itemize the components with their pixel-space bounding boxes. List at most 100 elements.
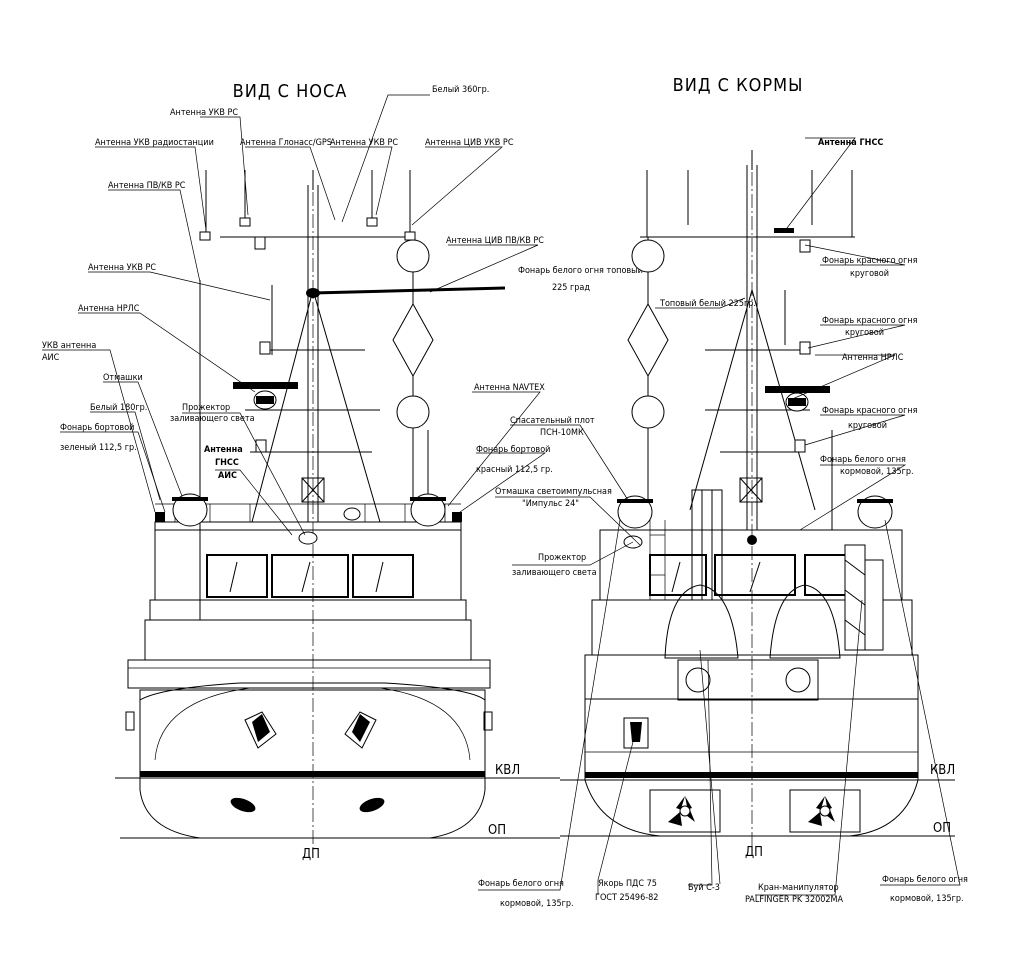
stern-label-searchlight-2: заливающего света [512,568,597,578]
bow-ball-shape-top [396,239,430,273]
stern-label-red-allround-3a: Фонарь красного огня [822,406,918,416]
stern-signal-mast [627,237,669,500]
bow-label-vhf-rs-mid: Антенна УКВ РС [330,138,398,148]
bow-thruster-left [230,797,256,813]
bow-label-vhf-rs-top: Антенна УКВ РС [170,108,238,118]
bow-label-radar: Антенна НРЛС [78,304,140,314]
stern-label-red-allround-2a: Фонарь красного огня [822,316,918,326]
stern-label-white-stern-2: кормовой, 135гр. [840,467,914,477]
stern-radar [765,386,830,412]
stern-label-bottom-white-left-1: Фонарь белого огня [478,878,564,889]
bow-view-title: ВИД С НОСА [233,81,348,102]
stern-label-raft-2: ПСН-10МК [540,428,584,438]
bow-leader-lines [42,94,547,536]
stern-hull [584,654,919,837]
stern-propeller-left [649,789,721,833]
bow-label-gnss-ais-2: ГНСС [215,458,239,468]
bow-deckhouse-lower [144,619,472,661]
stern-propeller-right [789,789,861,833]
bow-label-red-side-1: Фонарь бортовой [476,444,550,455]
bow-label-mf-hf-rs: Антенна ПВ/КВ РС [108,181,186,191]
bow-thruster-right [359,797,385,813]
bow-label-gnss-ais-3: АИС [218,471,237,481]
bow-main-mast [220,185,410,523]
bow-label-green-side-1: Фонарь бортовой [60,422,134,433]
bow-label-green-side-2: зеленый 112,5 гр. [60,443,137,453]
bow-signal-mast [392,237,434,500]
stern-label-radar: Антенна НРЛС [842,353,904,363]
bow-label-searchlight-2: заливающего света [170,414,255,424]
stern-label-masthead-white: Топовый белый 225гр. [659,298,756,309]
bow-label-masthead-1: Фонарь белого огня топовый [518,265,643,276]
bow-label-gnss-ais-1: Антенна [204,445,243,455]
stern-label-flash-1: Отмашка светоимпульсная [495,487,612,497]
bow-bulwark [127,659,491,689]
stern-main-mast [640,165,855,530]
stern-label-red-allround-2b: круговой [845,328,884,338]
bow-diamond-shape [392,302,434,378]
bow-label-op: ОП [488,823,506,838]
bow-label-civ-mf-hf-rs: Антенна ЦИВ ПВ/КВ РС [446,236,544,246]
stern-view: Антенна ГНСС Фонарь красного огня кругов… [478,137,968,909]
bow-anchor-right [344,711,377,749]
bow-label-vhf-radio: Антенна УКВ радиостанции [95,138,214,148]
stern-label-searchlight-1: Прожектор [538,553,586,563]
stern-label-gnss: Антенна ГНСС [818,138,883,148]
bow-ball-shape-bottom [396,395,430,429]
bow-wheelhouse-windows [206,554,414,598]
stern-exhaust [691,489,723,601]
stern-label-crane-2: PALFINGER PK 32002MA [745,895,844,905]
bow-label-civ-vhf-rs: Антенна ЦИВ УКВ РС [425,138,514,148]
stern-ladder [649,520,666,600]
stern-leader-lines [478,137,961,896]
stern-label-op: ОП [933,821,951,836]
bow-label-dp: ДП [302,847,320,862]
bow-hull-sheer [139,682,486,701]
bow-label-vhf-ais-1: УКВ антенна [42,341,96,351]
bow-label-searchlight-1: Прожектор [182,403,230,413]
bow-label-white-180: Белый 180гр. [90,403,147,413]
stern-label-flash-2: "Импульс 24" [522,499,579,509]
stern-label-red-allround-3b: круговой [848,421,887,431]
stern-gnss-antenna [774,228,794,233]
stern-label-bottom-white-left-2: кормовой, 135гр. [500,899,574,909]
stern-boot-top-stripe [585,772,918,778]
bow-label-deflectors: Отмашки [103,373,143,383]
stern-label-anchor-1: Якорь ПДС 75 [598,879,657,889]
stern-label-dp: ДП [745,845,763,860]
bow-hull [139,689,486,839]
bow-label-vhf-rs-left: Антенна УКВ РС [88,263,156,273]
stern-wheelhouse [599,529,903,601]
bow-label-masthead-2: 225 град [552,283,590,293]
stern-label-buoy: Буй С-3 [688,883,720,893]
stern-label-anchor-2: ГОСТ 25496-82 [595,893,658,903]
stern-label-bottom-white-right-1: Фонарь белого огня [882,874,968,885]
bow-anchor-left [244,711,277,749]
bow-label-navtex: Антенна NAVTEX [474,383,545,393]
stern-windows [649,554,856,596]
bow-label-vhf-ais-2: АИС [42,353,60,363]
bow-antenna-mounts [199,217,416,453]
stern-transom-upper [584,654,919,700]
stern-label-red-allround-1a: Фонарь красного огня [822,256,918,266]
bow-label-kvl: КВЛ [495,763,520,778]
stern-label-bottom-white-right-2: кормовой, 135гр. [890,894,964,904]
bow-boot-top-stripe [140,771,485,777]
stern-label-raft-1: Спасательный плот [510,416,595,426]
bow-flare-line [154,687,471,761]
stern-buoy-left [664,584,739,659]
stern-antennas [646,150,853,530]
stern-label-crane-1: Кран-манипулятор [758,883,839,893]
bow-masthead-light-leader [312,286,506,295]
bow-label-red-side-2: красный 112,5 гр. [476,465,553,475]
bow-label-glonass-gps: Антенна Глонасс/GPS [240,138,332,148]
bow-view: Белый 360гр. Антенна УКВ РС Антенна УКВ … [42,85,643,862]
bow-label-white-360: Белый 360гр. [432,85,489,95]
stern-label-white-stern-1: Фонарь белого огня [820,454,906,465]
stern-crane [844,544,884,651]
bow-antennas [199,170,429,620]
bow-radar [233,382,298,410]
stern-label-red-allround-1b: круговой [850,269,889,279]
